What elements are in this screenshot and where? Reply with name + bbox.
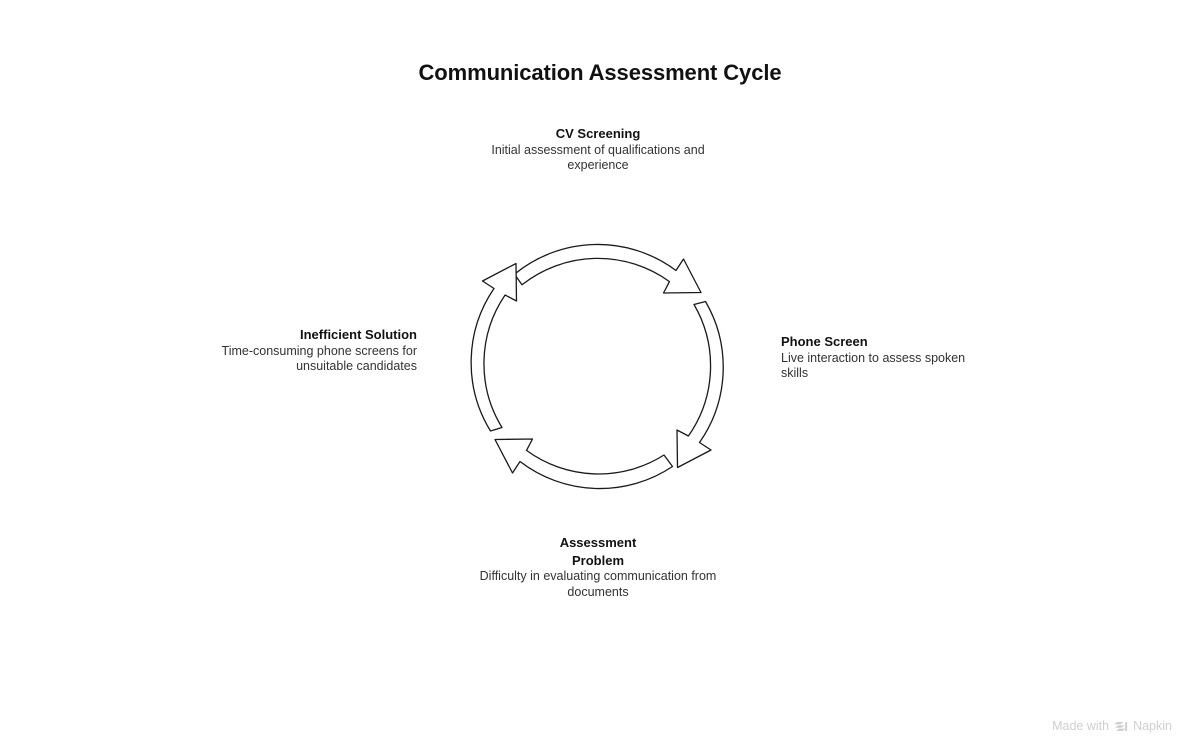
- cycle-node-description: Difficulty in evaluating communication f…: [479, 569, 717, 599]
- cycle-node-title: Phone Screen: [781, 334, 868, 349]
- watermark-made-with-label: Made with: [1052, 719, 1110, 733]
- cycle-node-phone-screen: Phone Screen Live interaction to assess …: [781, 333, 981, 382]
- watermark-brand-label: Napkin: [1133, 719, 1172, 733]
- napkin-chevron-stack-icon: [1114, 720, 1128, 734]
- cycle-node-inefficient-solution: Inefficient Solution Time-consuming phon…: [217, 326, 417, 375]
- cycle-node-assessment-problem: Assessment Problem Difficulty in evaluat…: [478, 534, 718, 600]
- cycle-node-description: Initial assessment of qualifications and…: [491, 142, 705, 173]
- cycle-arrow-bottom: [494, 438, 674, 490]
- cycle-node-description: Time-consuming phone screens for unsuita…: [221, 343, 417, 374]
- cycle-arrow-left: [470, 262, 518, 432]
- cycle-arrows-svg: [470, 243, 724, 490]
- cycle-arrow-top: [513, 243, 702, 294]
- page-title: Communication Assessment Cycle: [418, 60, 782, 85]
- cycle-arrow-right: [676, 300, 724, 469]
- cycle-node-description: Live interaction to assess spoken skills: [781, 350, 966, 381]
- cycle-node-cv-screening: CV Screening Initial assessment of quali…: [478, 125, 718, 174]
- napkin-watermark: Made with Napkin: [1052, 719, 1172, 733]
- cycle-node-title: Inefficient Solution: [300, 327, 417, 342]
- cycle-node-title: CV Screening: [555, 126, 641, 141]
- cycle-node-title: Assessment Problem: [559, 535, 637, 568]
- cycle-diagram: [458, 228, 738, 508]
